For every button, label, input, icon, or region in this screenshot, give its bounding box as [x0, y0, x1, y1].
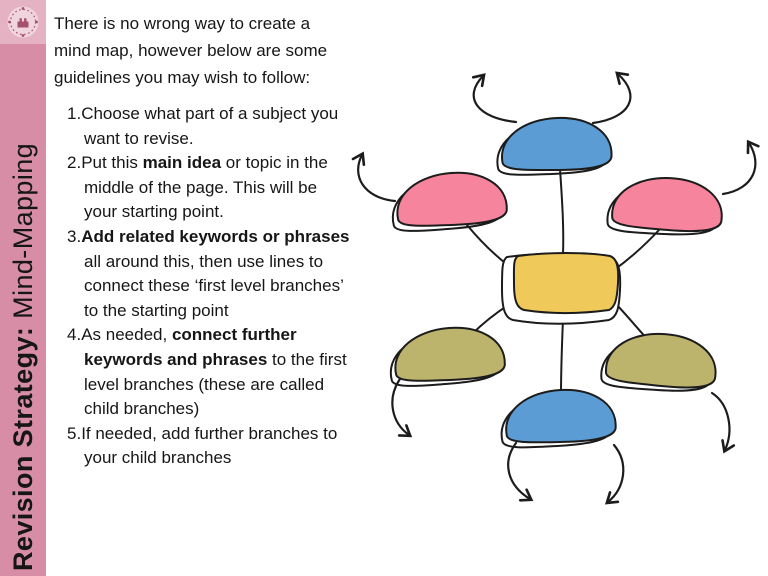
- list-item-text: or topic in the middle of the page. This…: [84, 153, 328, 222]
- arrow-top-right: [591, 71, 632, 125]
- list-item-number: 2.: [67, 153, 82, 173]
- list-item-text: main idea: [142, 153, 222, 173]
- arrow-bottom-left: [507, 441, 534, 502]
- list-item-text: Put this: [81, 153, 143, 173]
- list-item-text: Choose what part of a subject you want t…: [81, 104, 339, 148]
- list-item-number: 1.: [67, 104, 82, 123]
- list-item-text: As needed,: [81, 325, 172, 345]
- connector-top: [559, 168, 565, 255]
- connector-bottom: [560, 318, 564, 396]
- branch-node-upper-right: [606, 174, 725, 237]
- list-item: 5.If needed, add further branches to you…: [67, 422, 350, 471]
- list-item: 3.Add related keywords or phrases all ar…: [67, 225, 350, 323]
- sidebar-title-bold: Revision Strategy:: [8, 326, 38, 571]
- list-item-text: If needed, add further branches to your …: [81, 423, 338, 468]
- guidelines-list: 1.Choose what part of a subject you want…: [54, 102, 350, 471]
- list-item: 4.As needed, connect further keywords an…: [67, 323, 350, 421]
- sidebar: Revision Strategy: Mind-Mapping: [0, 0, 46, 576]
- branch-node-bottom: [497, 386, 618, 452]
- school-crest-icon: [7, 6, 39, 38]
- content-column: There is no wrong way to create a mind m…: [54, 10, 350, 471]
- list-item-number: 5.: [67, 423, 82, 443]
- list-item: 2.Put this main idea or topic in the mid…: [67, 151, 350, 225]
- list-item-text: connect further keywords and phrases: [84, 325, 297, 369]
- expansion-arrows: [351, 71, 760, 505]
- list-item-text: Add related keywords or phrases: [81, 226, 350, 246]
- mind-map-diagram: [351, 71, 760, 505]
- branch-node-lower-left: [385, 323, 507, 391]
- arrow-mid-right-down: [710, 391, 736, 454]
- arrow-top-left: [471, 73, 518, 124]
- logo-corner: [0, 0, 46, 44]
- list-item-text: to the first level branches (these are c…: [84, 349, 347, 419]
- list-item: 1.Choose what part of a subject you want…: [67, 102, 350, 151]
- branch-node-upper-left: [387, 168, 509, 236]
- branch-node-top: [493, 115, 614, 179]
- list-item-number: 3.: [67, 226, 82, 246]
- arrow-outer-right: [721, 139, 760, 196]
- arrow-outer-left: [351, 151, 397, 203]
- arrow-bottom-right: [604, 443, 625, 505]
- list-item-text: all around this, then use lines to conne…: [84, 251, 344, 320]
- sidebar-title-regular: Mind-Mapping: [8, 142, 38, 327]
- connector-upper-right: [613, 229, 660, 271]
- center-node: [500, 252, 622, 325]
- arrow-mid-left-down: [391, 377, 413, 438]
- intro-paragraph: There is no wrong way to create a mind m…: [54, 14, 328, 87]
- sidebar-title: Revision Strategy: Mind-Mapping: [8, 11, 39, 571]
- list-item-number: 4.: [67, 325, 82, 345]
- center-node-fill: [512, 252, 620, 314]
- branch-node-lower-right: [599, 329, 720, 394]
